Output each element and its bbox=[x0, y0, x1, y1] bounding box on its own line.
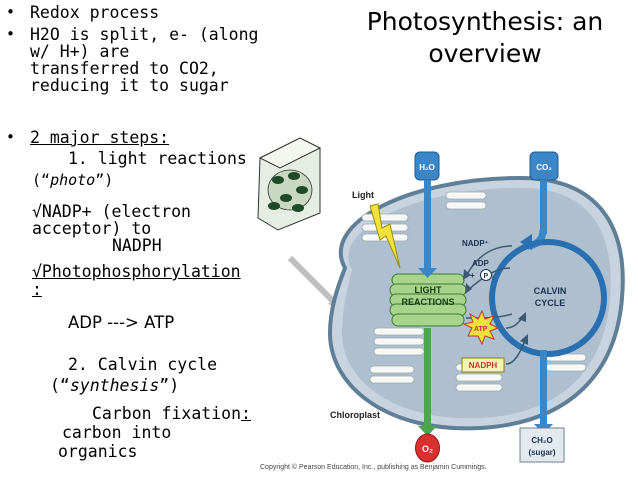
nadp-line2: acceptor) to bbox=[32, 219, 152, 238]
carbon-into: carbon into bbox=[62, 423, 172, 442]
light-bolt-icon bbox=[369, 203, 401, 269]
slide-title: Photosynthesis: an overview bbox=[330, 6, 638, 70]
photophosphorylation-colon: : bbox=[32, 280, 42, 299]
title-line-1: Photosynthesis: an bbox=[366, 7, 604, 36]
nadph-label: NADPH bbox=[112, 236, 162, 255]
pi-label: P bbox=[484, 273, 489, 280]
light-reactions-label-1: LIGHT bbox=[415, 285, 442, 295]
nadph-diagram-label: NADPH bbox=[469, 361, 498, 370]
calvin-label-1: CALVIN bbox=[534, 286, 567, 296]
pi-circle bbox=[480, 269, 492, 281]
sugar-arrow bbox=[540, 350, 547, 428]
bullet-major-steps: 2 major steps: bbox=[30, 128, 170, 147]
light-label: Light bbox=[352, 190, 374, 200]
light-reactions-label-2: REACTIONS bbox=[401, 297, 454, 307]
co2-arrow bbox=[540, 180, 547, 234]
copyright: Copyright © Pearson Education, Inc., pub… bbox=[260, 464, 487, 471]
step1-label: 1. light reactions bbox=[68, 149, 247, 168]
nadp-label: NADP⁺ bbox=[462, 239, 489, 248]
synthesis-note: (“synthesis”) bbox=[50, 376, 180, 395]
organics: organics bbox=[58, 442, 138, 461]
bullet-h2o-line2: w/ H+) are bbox=[30, 42, 130, 61]
o2-arrow bbox=[424, 328, 431, 430]
bullet-h2o-line1: H2O is split, e- (along bbox=[30, 25, 259, 44]
bullet-redox: Redox process bbox=[30, 3, 160, 22]
nadp-line1: √NADP+ (electron bbox=[32, 202, 191, 221]
title-line-2: overview bbox=[428, 39, 542, 68]
leaf-cell-icon bbox=[257, 137, 322, 231]
o2-label: O₂ bbox=[422, 444, 433, 454]
light-reactions-stack: LIGHT REACTIONS bbox=[389, 273, 467, 327]
sugar-label: (sugar) bbox=[528, 448, 555, 457]
calvin-label-2: CYCLE bbox=[535, 298, 566, 308]
bullet-dot: • bbox=[6, 25, 16, 43]
o2-circle bbox=[415, 433, 440, 463]
co2-label: CO₂ bbox=[536, 163, 552, 172]
h2o-arrow bbox=[424, 180, 431, 272]
nadph-box bbox=[461, 357, 505, 373]
carbon-fixation: Carbon fixation: bbox=[92, 404, 251, 423]
chloroplast-label: Chloroplast bbox=[330, 410, 380, 420]
adp-label: ADP bbox=[472, 259, 490, 268]
ch2o-label: CH₂O bbox=[531, 436, 552, 445]
bullet-dot: • bbox=[6, 128, 16, 146]
sugar-box bbox=[519, 427, 565, 463]
photosynthesis-diagram: LIGHT REACTIONS H₂O O₂ CO₂ CALVIN CYCLE … bbox=[257, 137, 625, 463]
step2-label: 2. Calvin cycle bbox=[68, 355, 218, 374]
pi-subscript: i bbox=[492, 276, 494, 282]
bullet-h2o-line3: transferred to CO2, bbox=[30, 59, 219, 78]
atp-label: ATP bbox=[474, 326, 488, 333]
photophosphorylation: √Photophosphorylation bbox=[32, 262, 241, 281]
photo-note: (“photo”) bbox=[32, 171, 114, 189]
adp-atp: ADP ---> ATP bbox=[68, 313, 175, 332]
atp-burst-icon bbox=[462, 309, 500, 346]
bullet-h2o-line4: reducing it to sugar bbox=[30, 76, 229, 95]
pi-plus: + bbox=[470, 271, 475, 280]
h2o-label: H₂O bbox=[419, 163, 435, 172]
calvin-cycle-ring bbox=[489, 239, 607, 357]
bullet-dot: • bbox=[6, 3, 16, 21]
